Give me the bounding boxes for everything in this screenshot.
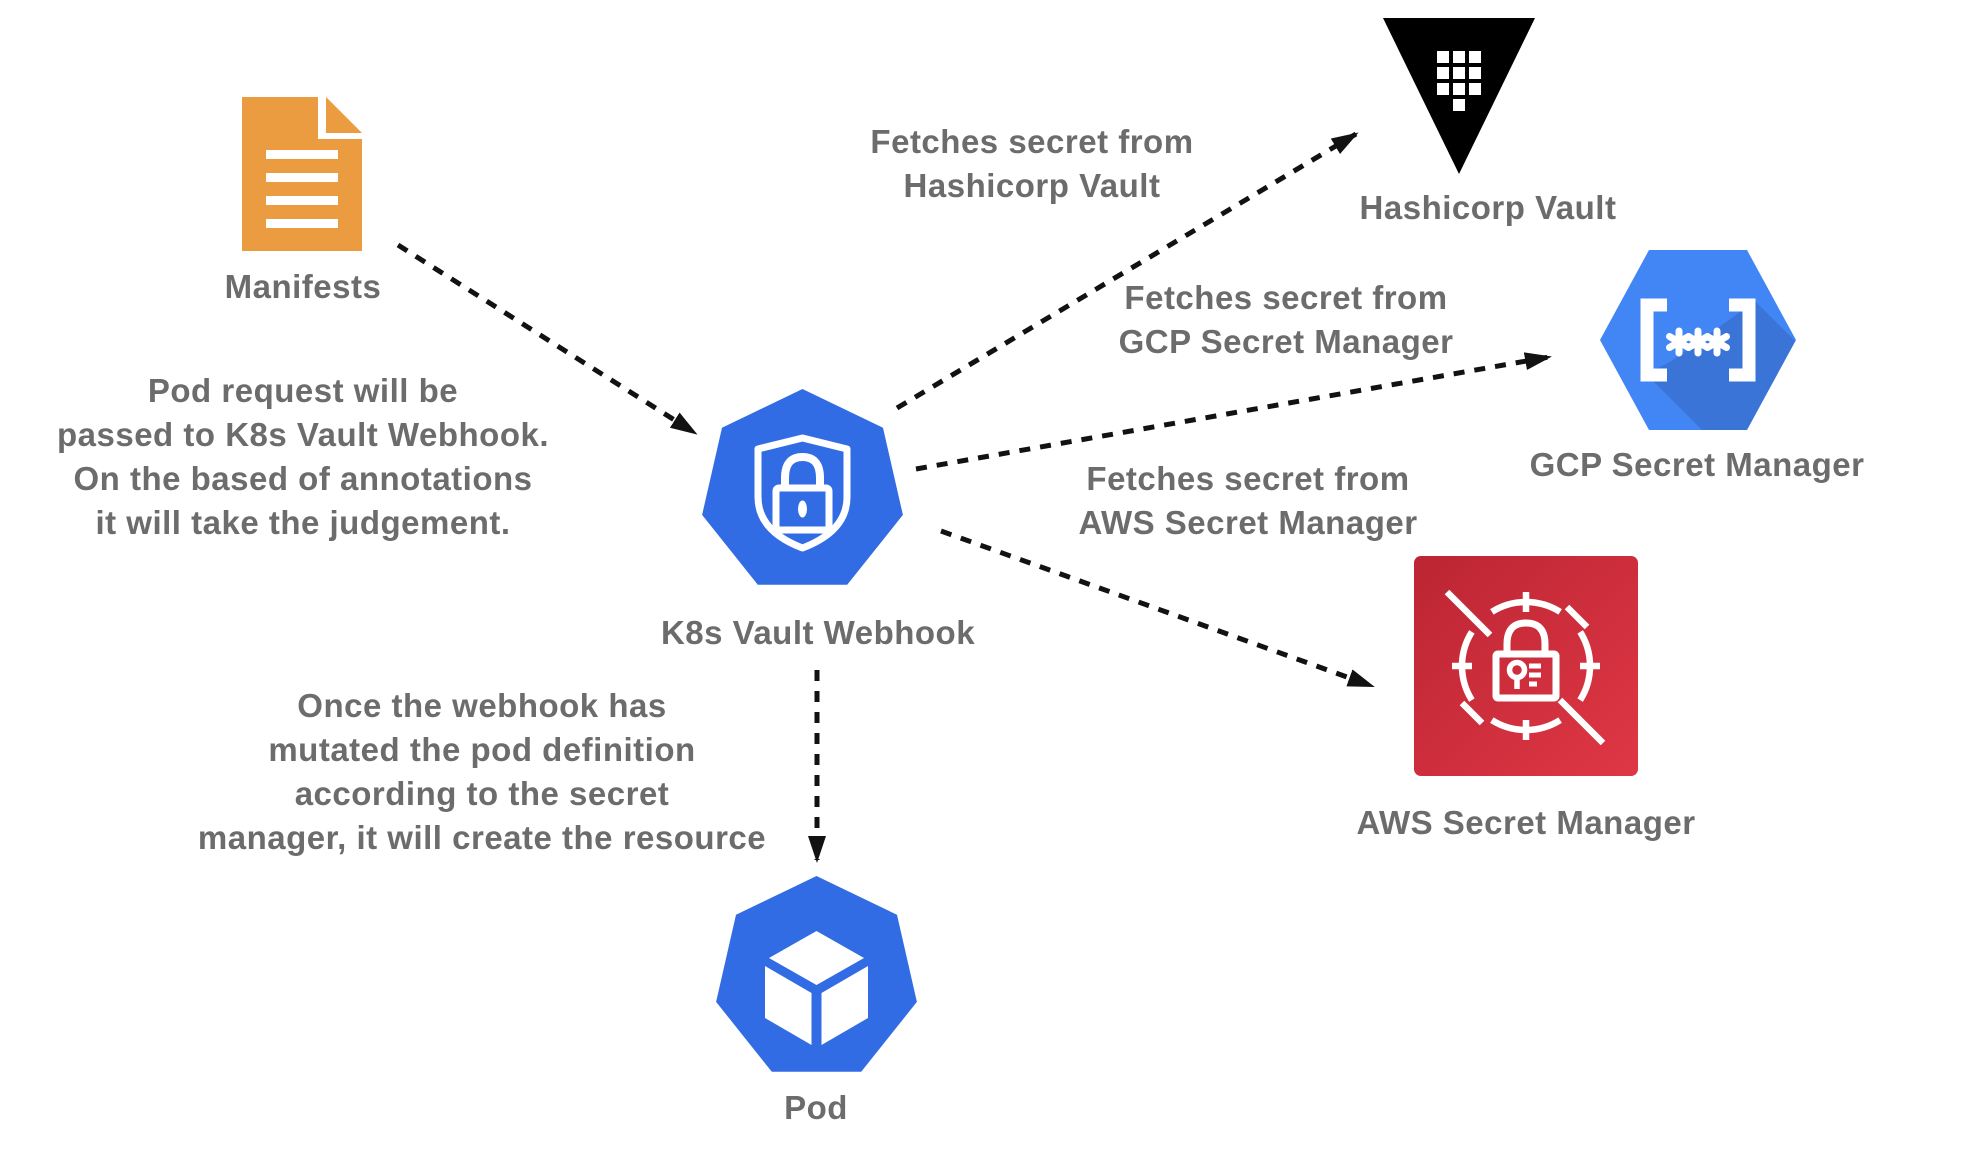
k8s-pod-cube-icon bbox=[716, 876, 917, 1072]
aws-lock-shackle bbox=[1503, 619, 1549, 655]
edge-label-aws: Fetches secret from AWS Secret Manager bbox=[1078, 457, 1417, 545]
lock-keyhole bbox=[798, 500, 807, 518]
manifest-note: Pod request will be passed to K8s Vault … bbox=[57, 369, 549, 545]
lock-shackle bbox=[781, 453, 824, 490]
gcp-label: GCP Secret Manager bbox=[1529, 446, 1865, 483]
arrow-webhook-to-hashicorp bbox=[895, 131, 1359, 411]
cube-glyph bbox=[765, 931, 868, 1045]
manifest-note-line: On the based of annotations bbox=[73, 460, 533, 497]
k8s-shield-lock-icon bbox=[702, 389, 903, 585]
aws-label: AWS Secret Manager bbox=[1356, 804, 1696, 841]
aws-lock-body bbox=[1492, 650, 1560, 702]
hashicorp-label: Hashicorp Vault bbox=[1359, 189, 1617, 226]
manifest-note-line: Pod request will be bbox=[147, 372, 459, 409]
pod-note-line: Once the webhook has bbox=[297, 687, 667, 724]
edge-label-gcp: Fetches secret from GCP Secret Manager bbox=[1119, 276, 1454, 364]
edge-label-line: Fetches secret from bbox=[1086, 460, 1410, 497]
edge-label-line: Fetches secret from bbox=[870, 123, 1194, 160]
document-icon bbox=[242, 97, 362, 251]
pod-note-line: manager, it will create the resource bbox=[197, 819, 767, 856]
hashicorp-vault-icon bbox=[1383, 18, 1535, 174]
pod-note-line: according to the secret bbox=[294, 775, 670, 812]
right-bracket bbox=[1729, 298, 1756, 382]
aws-secret-manager-icon bbox=[1414, 556, 1638, 776]
pod-note-line: mutated the pod definition bbox=[268, 731, 696, 768]
pod-note: Once the webhook has mutated the pod def… bbox=[198, 684, 766, 860]
manifests-label: Manifests bbox=[224, 268, 382, 305]
gcp-secret-manager-icon bbox=[1600, 250, 1796, 430]
lock-body bbox=[772, 484, 833, 534]
asterisks bbox=[1666, 327, 1730, 357]
edge-label-hashicorp: Fetches secret from Hashicorp Vault bbox=[870, 120, 1193, 208]
shield-outline bbox=[754, 434, 851, 552]
edge-label-line: Fetches secret from bbox=[1124, 279, 1448, 316]
edge-label-line: AWS Secret Manager bbox=[1078, 504, 1418, 541]
pod-label: Pod bbox=[784, 1089, 848, 1126]
manifest-note-line: passed to K8s Vault Webhook. bbox=[56, 416, 550, 453]
edge-label-line: Hashicorp Vault bbox=[903, 167, 1161, 204]
edge-label-line: GCP Secret Manager bbox=[1118, 323, 1454, 360]
arrow-manifests-to-webhook bbox=[396, 242, 698, 436]
arrow-webhook-to-gcp bbox=[915, 352, 1552, 472]
left-bracket bbox=[1640, 298, 1667, 382]
webhook-label: K8s Vault Webhook bbox=[660, 614, 976, 651]
arrow-webhook-to-aws bbox=[940, 528, 1375, 689]
manifest-note-line: it will take the judgement. bbox=[95, 504, 511, 541]
